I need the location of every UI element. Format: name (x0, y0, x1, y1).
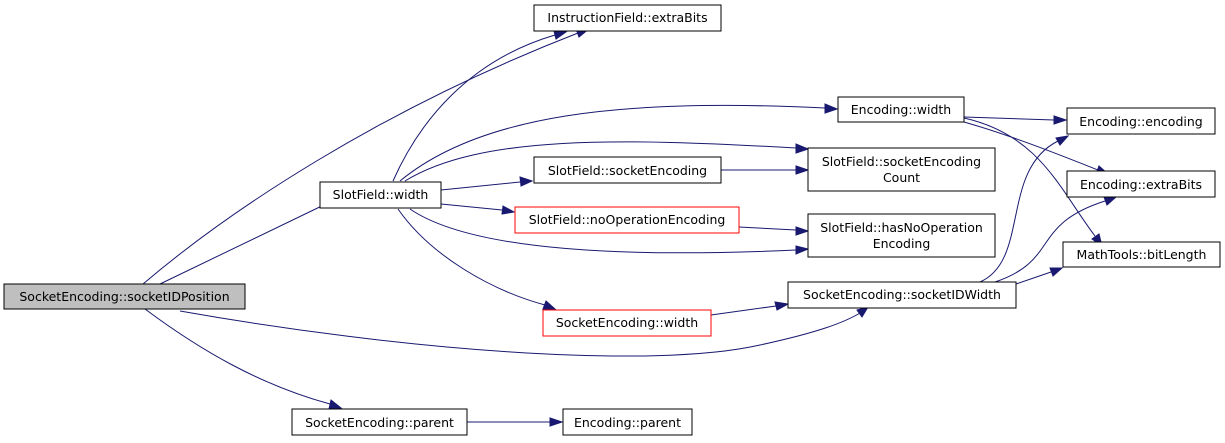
svg-text:Encoding::parent: Encoding::parent (574, 415, 681, 430)
svg-text:SlotField::hasNoOperation: SlotField::hasNoOperation (820, 220, 983, 235)
svg-text:SocketEncoding::parent: SocketEncoding::parent (305, 415, 454, 430)
node-socketencoding-socketidposition[interactable]: SocketEncoding::socketIDPosition (3, 283, 246, 310)
svg-text:Encoding::extraBits: Encoding::extraBits (1080, 177, 1202, 192)
node-slotfield-width[interactable]: SlotField::width (319, 181, 442, 209)
node-mathtools-bitlength[interactable]: MathTools::bitLength (1062, 241, 1221, 268)
edge-slotfield-width-to-nooperationencoding (440, 203, 516, 215)
edge-root-to-socketencoding-parent (144, 308, 343, 410)
svg-text:SocketEncoding::width: SocketEncoding::width (556, 315, 698, 330)
svg-text:SlotField::noOperationEncoding: SlotField::noOperationEncoding (529, 212, 726, 227)
edge-encoding-width-to-encoding-encoding (963, 115, 1068, 125)
node-slotfield-nooperationencoding[interactable]: SlotField::noOperationEncoding (514, 206, 740, 234)
edge-socketidwidth-to-bitlength (1015, 267, 1064, 285)
edge-root-to-slotfield-width (159, 195, 342, 285)
svg-text:SocketEncoding::socketIDPositi: SocketEncoding::socketIDPosition (19, 289, 229, 304)
edge-socketencoding-to-socketencodingcount (721, 165, 810, 175)
node-socketencoding-socketidwidth[interactable]: SocketEncoding::socketIDWidth (787, 281, 1017, 309)
node-encoding-parent[interactable]: Encoding::parent (562, 408, 693, 436)
edge-root-to-instructionfield-extrabits (142, 27, 592, 285)
edge-slotfield-width-to-socketencoding-width (397, 208, 557, 310)
edge-slotfield-width-to-encoding-width (399, 103, 839, 182)
svg-text:Encoding::width: Encoding::width (851, 102, 951, 117)
svg-text:MathTools::bitLength: MathTools::bitLength (1077, 247, 1207, 262)
node-slotfield-socketencodingcount[interactable]: SlotField::socketEncoding Count (807, 147, 996, 192)
edge-socketencoding-width-to-socketidwidth (710, 301, 790, 316)
svg-text:SlotField::socketEncoding: SlotField::socketEncoding (822, 154, 981, 169)
svg-text:SocketEncoding::socketIDWidth: SocketEncoding::socketIDWidth (803, 287, 1001, 302)
node-slotfield-socketencoding[interactable]: SlotField::socketEncoding (533, 156, 722, 184)
svg-text:Count: Count (883, 170, 920, 185)
svg-text:SlotField::width: SlotField::width (333, 187, 429, 202)
svg-text:SlotField::socketEncoding: SlotField::socketEncoding (548, 163, 707, 178)
edge-slotfield-width-to-socketencodingcount (404, 141, 810, 182)
edge-socketencoding-parent-to-encoding-parent (467, 417, 564, 427)
node-instructionfield-extrabits[interactable]: InstructionField::extraBits (533, 4, 722, 32)
node-slotfield-hasnooperationencoding[interactable]: SlotField::hasNoOperation Encoding (807, 213, 996, 258)
node-encoding-extrabits[interactable]: Encoding::extraBits (1066, 170, 1216, 198)
call-nodes: SocketEncoding::socketIDPosition Instruc… (3, 4, 1221, 436)
svg-text:Encoding: Encoding (873, 236, 931, 251)
edge-nooperationencoding-to-hasnooperationencoding (738, 226, 810, 236)
node-socketencoding-width[interactable]: SocketEncoding::width (542, 309, 712, 337)
edge-slotfield-width-to-slotfield-socketencoding (440, 176, 534, 191)
svg-text:InstructionField::extraBits: InstructionField::extraBits (547, 10, 707, 25)
edge-root-to-socketidwidth (179, 306, 870, 357)
edge-slotfield-width-to-hasnooperationencoding (409, 208, 810, 255)
svg-text:Encoding::encoding: Encoding::encoding (1079, 114, 1202, 129)
edge-socketidwidth-to-encoding-encoding (979, 135, 1070, 283)
node-encoding-encoding[interactable]: Encoding::encoding (1066, 107, 1216, 135)
node-socketencoding-parent[interactable]: SocketEncoding::parent (291, 408, 468, 436)
node-encoding-width[interactable]: Encoding::width (837, 96, 965, 123)
